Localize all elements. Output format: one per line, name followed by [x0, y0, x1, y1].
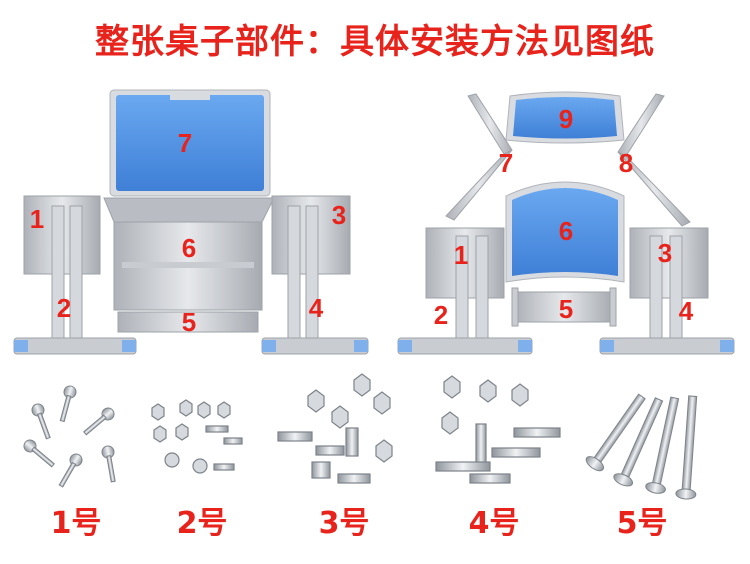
part-label-1: 1	[30, 204, 44, 234]
part-label-7: 7	[178, 128, 192, 158]
hardware-label-3: 3号	[318, 506, 370, 541]
part-label-6: 6	[182, 233, 196, 263]
hardware-label-2: 2号	[176, 506, 228, 541]
part-label-r1: 1	[454, 240, 468, 270]
rod-7-lower	[445, 149, 513, 221]
part-label-r2: 2	[434, 300, 448, 330]
right-top-board	[505, 91, 625, 144]
part-label-r3: 3	[658, 238, 672, 268]
rod-7-upper	[467, 93, 513, 155]
right-group-left-leg-assembly	[397, 227, 533, 355]
right-group-right-leg-assembly	[599, 227, 735, 355]
part-label-4: 4	[309, 293, 324, 323]
right-crossbar	[511, 287, 617, 327]
hardware-1-wood-screws	[23, 385, 116, 488]
part-label-r4: 4	[679, 296, 694, 326]
left-desk-tray	[103, 197, 275, 311]
part-label-r5: 5	[559, 294, 573, 324]
part-label-r9: 9	[559, 104, 573, 134]
page-title: 整张桌子部件：具体安装方法见图纸	[95, 22, 655, 62]
hardware-5-carriage-bolts	[585, 393, 698, 500]
hardware-label-1: 1号	[50, 506, 102, 541]
left-crossbar	[117, 311, 259, 333]
part-label-5: 5	[182, 307, 196, 337]
rod-8-lower	[617, 151, 691, 227]
left-group-right-leg-assembly	[261, 195, 369, 355]
hardware-label-5: 5号	[616, 506, 668, 541]
hardware-label-4: 4号	[468, 506, 520, 541]
left-leg-assembly	[13, 195, 137, 355]
part-label-2: 2	[57, 293, 71, 323]
right-desktop-board	[505, 181, 625, 283]
part-label-r8: 8	[619, 148, 633, 178]
part-label-r7: 7	[499, 148, 513, 178]
rod-8-upper	[617, 93, 665, 157]
hardware-4-long-bolts-nuts	[435, 375, 561, 484]
hardware-2-small-bolts-nuts	[151, 399, 243, 474]
hardware-3-medium-bolts-nuts	[277, 373, 393, 484]
left-desktop-board	[109, 89, 271, 197]
part-label-3: 3	[332, 200, 346, 230]
part-label-r6: 6	[559, 216, 573, 246]
